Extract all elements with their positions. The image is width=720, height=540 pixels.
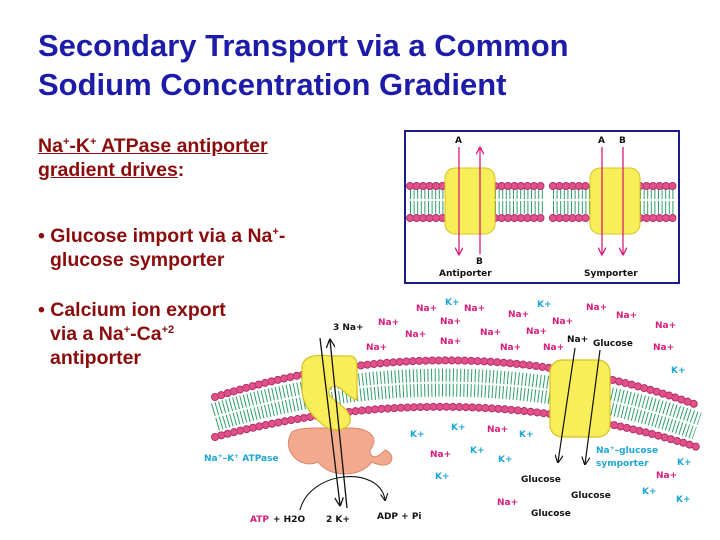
- potassium-ion-label: K+: [470, 446, 485, 456]
- na-glucose-symporter-label: Na+–glucose: [596, 445, 658, 456]
- bullet-glucose-line-2: glucose symporter: [50, 249, 225, 271]
- label-part: –glucose: [615, 446, 658, 456]
- inset-membrane-segment: [636, 182, 679, 222]
- bullet-calcium: • Calcium ion export via a Na+-Ca+2 anti…: [38, 298, 226, 370]
- superscript: +: [234, 453, 239, 460]
- symporter-label: Symporter: [584, 269, 638, 279]
- main-membrane: [211, 356, 702, 451]
- potassium-ion-label: K+: [671, 366, 686, 376]
- na-glucose-symporter-protein: [549, 359, 611, 438]
- ion-labels: Na+Na+Na+Na+Na+Na+Na+Na+Na+Na+Na+Na+Na+N…: [204, 136, 692, 525]
- sodium-ion-label: Na+: [500, 343, 521, 353]
- arrow-na-out: [330, 340, 348, 509]
- label-part: ATPase: [239, 454, 278, 464]
- potassium-ion-label: K+: [451, 423, 466, 433]
- bullet-calcium-line-1: • Calcium ion export: [38, 299, 226, 321]
- heading-line-2: gradient drives: [38, 159, 178, 181]
- transporter-inset: [404, 130, 680, 284]
- potassium-ion-label: K+: [498, 455, 513, 465]
- potassium-ion-label: K+: [445, 298, 460, 308]
- sodium-ion-label: Na+: [552, 317, 573, 327]
- glucose-label: Glucose: [521, 475, 561, 485]
- three-sodium-label: 3 Na+: [333, 323, 364, 333]
- heading-line-1: Na+-K+ ATPase antiporter: [38, 135, 268, 157]
- inset-membrane-segment: [491, 182, 549, 222]
- symport-glucose-label: Glucose: [593, 339, 633, 349]
- antiporter-protein: [444, 167, 496, 235]
- symporter-label-a: A: [598, 136, 605, 146]
- symporter-protein: [589, 167, 641, 235]
- sodium-ion-label: Na+: [405, 330, 426, 340]
- arrow-k-in: [319, 337, 340, 505]
- antiporter-label-b: B: [476, 257, 483, 267]
- label-part: –K: [223, 454, 236, 464]
- antiporter-label-a: A: [455, 136, 462, 146]
- sodium-ion-label: Na+: [655, 321, 676, 331]
- title-line-2: Sodium Concentration Gradient: [38, 67, 507, 102]
- arrow-glucose-symport: [585, 349, 601, 464]
- sodium-ion-label: Na+: [497, 498, 518, 508]
- two-potassium-label: 2 K+: [326, 515, 350, 525]
- bilayer-midline: [214, 381, 698, 427]
- lipid-heads: [211, 357, 701, 409]
- h2o-label: + H2O: [273, 515, 305, 525]
- sodium-ion-label: Na+: [656, 471, 677, 481]
- inset-membrane-segment: [406, 182, 449, 222]
- symport-sodium-label: Na+: [567, 335, 588, 345]
- lipid-heads: [211, 403, 701, 451]
- potassium-ion-label: K+: [435, 472, 450, 482]
- superscript: +: [218, 453, 223, 460]
- potassium-ion-label: K+: [642, 487, 657, 497]
- atp-hydrolysis-arrow: [299, 476, 385, 511]
- sodium-ion-label: Na+: [464, 304, 485, 314]
- slide-title: Secondary Transport via a Common Sodium …: [38, 26, 569, 104]
- title-line-1: Secondary Transport via a Common: [38, 28, 569, 63]
- potassium-ion-label: K+: [519, 430, 534, 440]
- sodium-ion-label: Na+: [430, 450, 451, 460]
- bullet-calcium-line-3: antiporter: [50, 347, 142, 369]
- sodium-ion-label: Na+: [440, 337, 461, 347]
- sodium-ion-label: Na+: [378, 318, 399, 328]
- symporter-label-b: B: [619, 136, 626, 146]
- sodium-ion-label: Na+: [653, 343, 674, 353]
- bullet-glucose: • Glucose import via a Na+- glucose symp…: [38, 224, 285, 272]
- arrow-na-symport: [558, 347, 576, 462]
- glucose-label: Glucose: [571, 491, 611, 501]
- sodium-ion-label: Na+: [616, 311, 637, 321]
- sodium-ion-label: Na+: [416, 304, 437, 314]
- superscript: +: [610, 445, 615, 452]
- glucose-label: Glucose: [531, 509, 571, 519]
- adp-label: ADP + Pi: [377, 512, 422, 522]
- na-glucose-symporter-label-2: symporter: [596, 459, 649, 469]
- potassium-ion-label: K+: [677, 458, 692, 468]
- sodium-ion-label: Na+: [440, 317, 461, 327]
- na-k-atpase-protein: [287, 354, 393, 475]
- bullet-calcium-line-2: via a Na+-Ca+2: [50, 323, 175, 345]
- bullet-glucose-line-1: • Glucose import via a Na+-: [38, 225, 286, 247]
- sodium-ion-label: Na+: [526, 327, 547, 337]
- heading: Na+-K+ ATPase antiporter gradient drives…: [38, 135, 268, 181]
- cell-membrane: [211, 356, 702, 451]
- atp-label: ATP: [250, 515, 269, 525]
- sodium-ion-label: Na+: [480, 328, 501, 338]
- inset-membranes: [406, 147, 679, 254]
- potassium-ion-label: K+: [410, 430, 425, 440]
- sodium-ion-label: Na+: [543, 343, 564, 353]
- sodium-ion-label: Na+: [366, 343, 387, 353]
- inset-membrane-segment: [549, 182, 594, 222]
- sodium-ion-label: Na+: [586, 303, 607, 313]
- na-k-atpase-label: Na+–K+ ATPase: [204, 453, 279, 464]
- potassium-ion-label: K+: [676, 495, 691, 505]
- sodium-ion-label: Na+: [508, 310, 529, 320]
- antiporter-label: Antiporter: [439, 269, 492, 279]
- potassium-ion-label: K+: [537, 300, 552, 310]
- sodium-ion-label: Na+: [487, 425, 508, 435]
